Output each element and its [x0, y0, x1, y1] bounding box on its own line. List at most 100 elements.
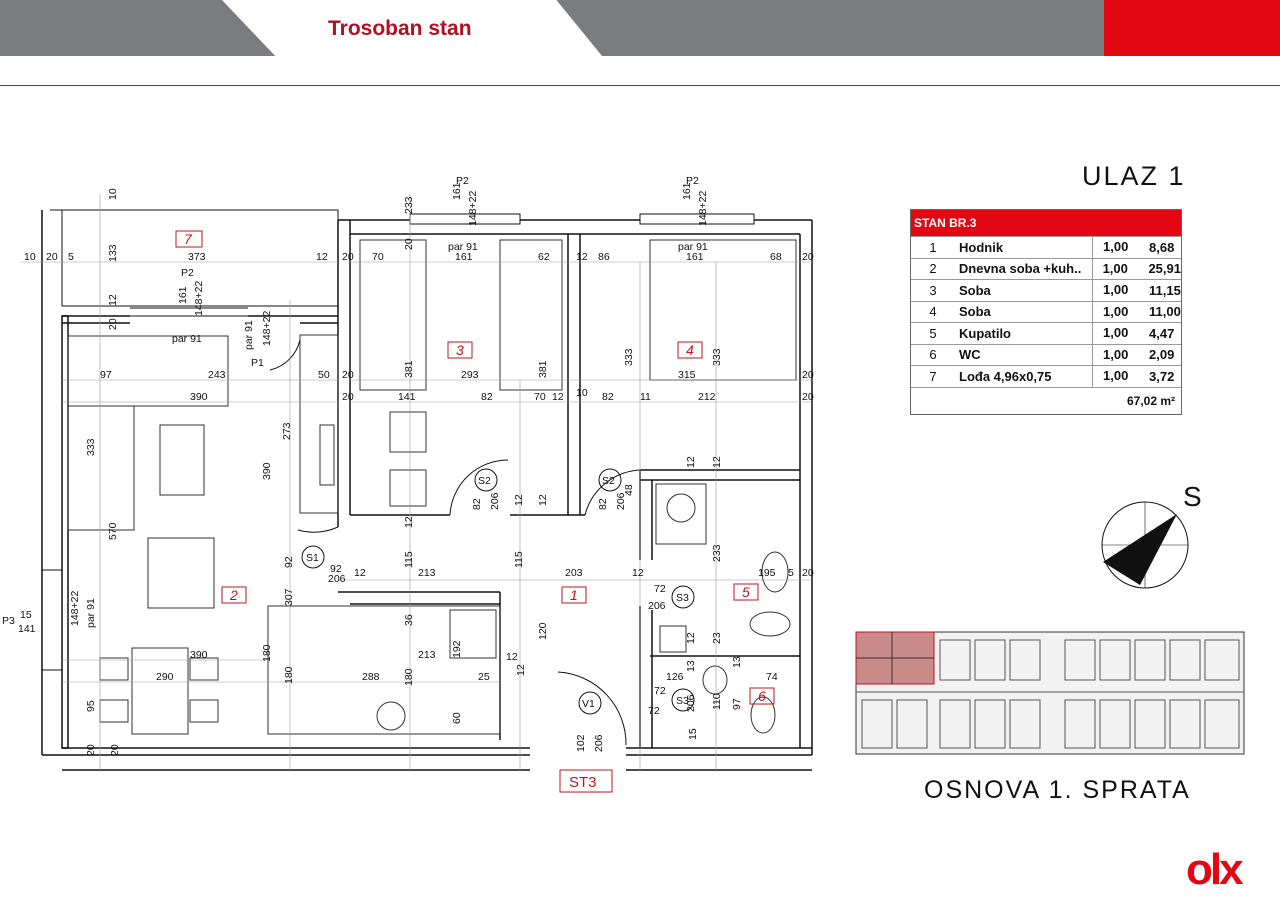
svg-text:10: 10 [24, 251, 36, 263]
svg-text:82: 82 [597, 498, 609, 510]
svg-text:290: 290 [156, 671, 174, 683]
svg-text:206: 206 [615, 492, 627, 510]
svg-text:70: 70 [534, 391, 546, 403]
svg-text:20: 20 [109, 744, 121, 756]
svg-text:206: 206 [593, 734, 605, 752]
door-tag-s1: S1 [306, 552, 319, 564]
svg-text:390: 390 [261, 462, 273, 480]
window-tag-p2b: P2 [456, 175, 469, 187]
floor-plan-caption: OSNOVA 1. SPRATA [924, 776, 1191, 804]
svg-text:148+22: 148+22 [261, 311, 273, 346]
svg-text:161: 161 [455, 251, 473, 263]
door-tag-s3a: S3 [676, 592, 689, 604]
svg-text:293: 293 [461, 369, 479, 381]
svg-text:11: 11 [640, 391, 651, 403]
stair-tag: ST3 [569, 774, 597, 791]
door-swings [269, 339, 641, 746]
furniture [67, 239, 797, 735]
svg-text:72: 72 [648, 705, 660, 717]
svg-text:5: 5 [68, 251, 74, 263]
svg-text:390: 390 [190, 391, 208, 403]
svg-text:570: 570 [107, 522, 119, 540]
svg-text:20: 20 [46, 251, 58, 263]
window-tag-p2a: P2 [181, 267, 194, 279]
room-tag-2: 2 [229, 587, 238, 603]
key-plan [855, 631, 1245, 755]
svg-text:20: 20 [85, 744, 97, 756]
window-tag-p2c: P2 [686, 175, 699, 187]
svg-text:333: 333 [711, 348, 723, 366]
svg-text:20: 20 [107, 318, 119, 330]
svg-text:161: 161 [451, 182, 463, 200]
svg-text:12: 12 [107, 294, 119, 306]
svg-text:206: 206 [489, 492, 501, 510]
svg-text:86: 86 [598, 251, 610, 263]
svg-text:273: 273 [281, 422, 293, 440]
svg-text:333: 333 [85, 438, 97, 456]
svg-text:62: 62 [538, 251, 550, 263]
svg-text:20: 20 [342, 369, 354, 381]
svg-text:20: 20 [342, 251, 354, 263]
door-tag-s2a: S2 [478, 475, 491, 487]
svg-text:381: 381 [403, 360, 415, 378]
entrance-label: ULAZ 1 [1082, 161, 1186, 191]
svg-text:212: 212 [698, 391, 716, 403]
svg-text:92: 92 [330, 563, 342, 575]
svg-text:161: 161 [177, 286, 189, 304]
svg-text:15: 15 [20, 609, 32, 621]
svg-text:82: 82 [471, 498, 483, 510]
svg-text:20: 20 [802, 251, 814, 263]
door-tags [301, 468, 695, 715]
room-tag-6: 6 [758, 688, 766, 704]
header-red-block [1104, 0, 1280, 56]
svg-text:82: 82 [481, 391, 493, 403]
svg-text:82: 82 [602, 391, 614, 403]
svg-text:par 91: par 91 [172, 333, 202, 345]
svg-text:13: 13 [685, 660, 697, 672]
svg-text:par 91: par 91 [243, 320, 255, 350]
svg-text:10: 10 [576, 387, 588, 399]
door-tag-v1: V1 [582, 698, 595, 710]
svg-text:115: 115 [403, 551, 415, 568]
svg-text:12: 12 [513, 494, 525, 506]
room-tag-1: 1 [570, 587, 578, 603]
svg-text:206: 206 [648, 600, 666, 612]
svg-text:141: 141 [18, 623, 36, 635]
svg-text:12: 12 [403, 516, 415, 528]
olx-logo[interactable]: olx [1186, 845, 1244, 894]
svg-text:390: 390 [190, 649, 208, 661]
svg-text:97: 97 [100, 369, 112, 381]
svg-text:5: 5 [788, 567, 794, 579]
svg-text:133: 133 [107, 244, 119, 262]
svg-text:233: 233 [711, 544, 723, 562]
svg-text:148+22: 148+22 [467, 191, 479, 226]
svg-text:180: 180 [283, 666, 295, 684]
svg-text:92: 92 [283, 556, 295, 568]
svg-text:50: 50 [318, 369, 330, 381]
header-divider [0, 85, 1280, 86]
room-tag-7: 7 [184, 231, 193, 247]
svg-text:23: 23 [711, 632, 723, 644]
svg-text:333: 333 [623, 348, 635, 366]
svg-text:13: 13 [731, 656, 743, 668]
svg-text:381: 381 [537, 360, 549, 378]
svg-text:36: 36 [403, 614, 415, 626]
svg-text:95: 95 [85, 700, 97, 712]
svg-text:20: 20 [342, 391, 354, 403]
svg-text:97: 97 [731, 698, 743, 710]
dimension-labels-vertical: 10 133 12 20 333 570 273 390 233 20 381 … [69, 182, 743, 756]
svg-text:192: 192 [451, 640, 463, 658]
svg-text:12: 12 [537, 494, 549, 506]
svg-text:15: 15 [687, 728, 699, 740]
svg-text:20: 20 [802, 369, 814, 381]
svg-text:72: 72 [654, 583, 666, 595]
dimension-labels: 10 20 5 373 12 20 70 161 62 12 86 161 68… [18, 241, 814, 717]
svg-text:12: 12 [685, 456, 697, 468]
svg-text:102: 102 [575, 734, 587, 752]
